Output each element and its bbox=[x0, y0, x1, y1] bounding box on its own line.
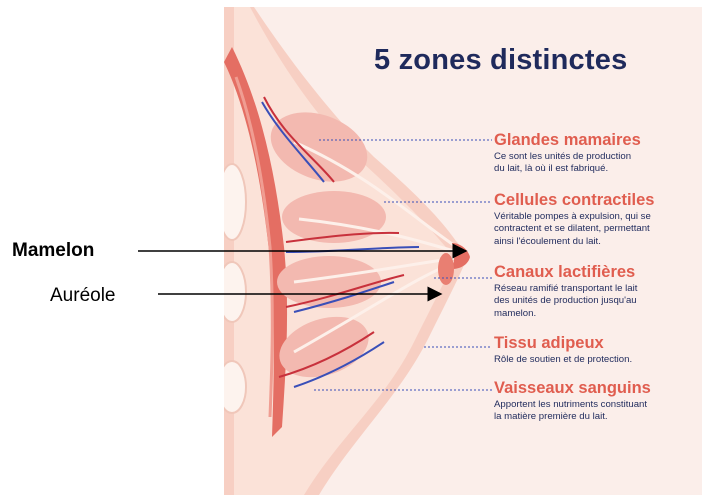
rib bbox=[224, 164, 246, 240]
zone-cellules-contractiles: Cellules contractiles Véritable pompes à… bbox=[494, 191, 700, 248]
rib bbox=[224, 262, 246, 322]
zone-description: Véritable pompes à expulsion, qui se con… bbox=[494, 211, 700, 248]
zone-desc-line: Ce sont les unités de production bbox=[494, 151, 700, 163]
zone-desc-line: la matière première du lait. bbox=[494, 411, 700, 423]
zone-desc-line: du lait, là où il est fabriqué. bbox=[494, 163, 700, 175]
zone-description: Réseau ramifié transportant le lait des … bbox=[494, 283, 700, 320]
gland-lobe bbox=[277, 256, 381, 308]
label-mamelon: Mamelon bbox=[12, 240, 94, 262]
diagram-title: 5 zones distinctes bbox=[374, 44, 684, 77]
areola bbox=[438, 253, 454, 285]
zone-desc-line: mamelon. bbox=[494, 308, 700, 320]
zone-tissu-adipeux: Tissu adipeux Rôle de soutien et de prot… bbox=[494, 334, 700, 366]
zone-title: Cellules contractiles bbox=[494, 191, 700, 210]
zone-desc-line: contractent et se dilatent, permettant bbox=[494, 223, 700, 235]
label-areole: Auréole bbox=[50, 285, 116, 307]
zone-description: Apportent les nutriments constituant la … bbox=[494, 399, 700, 424]
rib bbox=[224, 361, 246, 413]
zone-title: Tissu adipeux bbox=[494, 334, 700, 353]
zone-desc-line: des unités de production jusqu'au bbox=[494, 295, 700, 307]
zone-desc-line: Rôle de soutien et de protection. bbox=[494, 354, 700, 366]
zone-description: Ce sont les unités de production du lait… bbox=[494, 151, 700, 176]
zone-title: Canaux lactifières bbox=[494, 263, 700, 282]
zone-desc-line: Réseau ramifié transportant le lait bbox=[494, 283, 700, 295]
zone-vaisseaux-sanguins: Vaisseaux sanguins Apportent les nutrime… bbox=[494, 379, 700, 424]
zone-title: Glandes mamaires bbox=[494, 131, 700, 150]
zone-description: Rôle de soutien et de protection. bbox=[494, 354, 700, 366]
zone-glandes-mamaires: Glandes mamaires Ce sont les unités de p… bbox=[494, 131, 700, 176]
zone-desc-line: ainsi l'écoulement du lait. bbox=[494, 236, 700, 248]
zone-desc-line: Véritable pompes à expulsion, qui se bbox=[494, 211, 700, 223]
zone-canaux-lactiferes: Canaux lactifières Réseau ramifié transp… bbox=[494, 263, 700, 320]
zone-title: Vaisseaux sanguins bbox=[494, 379, 700, 398]
zone-desc-line: Apportent les nutriments constituant bbox=[494, 399, 700, 411]
nipple bbox=[452, 243, 470, 269]
